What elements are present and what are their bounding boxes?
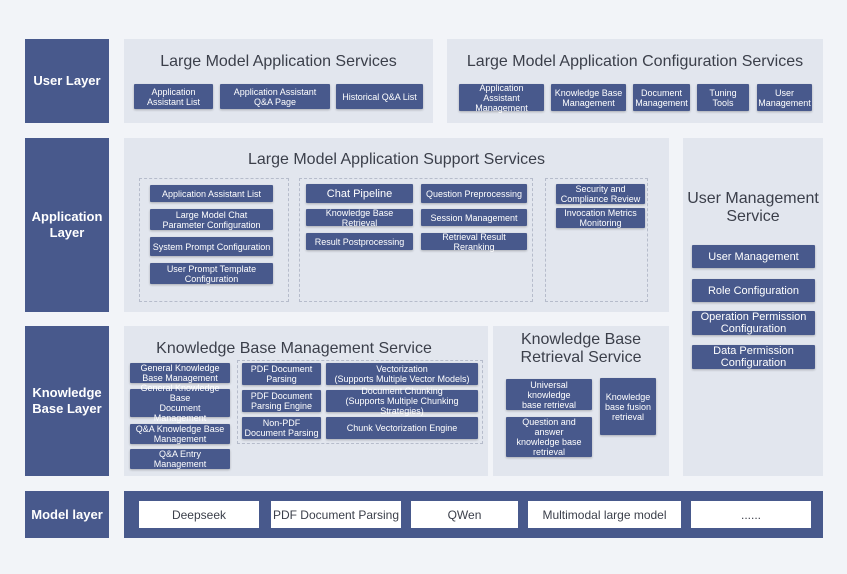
kb-management-panel: Knowledge Base Management Service Genera… [124,326,488,476]
app-assistant-management-button[interactable]: Application Assistant Management [459,83,544,113]
model-qwen: QWen [411,501,518,528]
universal-kb-retrieval-button[interactable]: Universal knowledge base retrieval [506,379,592,410]
user-management-title: User Management Service [687,190,819,225]
layer-label-user: User Layer [25,39,109,123]
kb-retrieval-title: Knowledge Base Retrieval Service [520,331,642,366]
kb-fusion-retrieval-button[interactable]: Knowledge base fusion retrieval [600,378,656,435]
chat-parameter-config-button[interactable]: Large Model Chat Parameter Configuration [150,209,273,230]
user-management-config-button[interactable]: User Management [757,84,812,111]
layer-label-knowledge: Knowledge Base Layer [25,326,109,476]
general-kb-document-management-button[interactable]: General Knowledge Base Document Manageme… [130,383,230,423]
app-assistant-qa-page-button[interactable]: Application Assistant Q&A Page [220,84,330,109]
data-permission-config-button[interactable]: Data Permission Configuration [692,345,815,369]
qa-kb-retrieval-button[interactable]: Question and answer knowledge base retri… [506,417,592,457]
session-management-button[interactable]: Session Management [421,209,527,226]
config-services-title: Large Model Application Configuration Se… [466,53,804,70]
model-deepseek: Deepseek [139,501,259,528]
user-management-panel: User Management Service User Management … [683,138,823,476]
support-services-title: Large Model Application Support Services [247,151,546,168]
document-chunking-button[interactable]: Document Chunking (Supports Multiple Chu… [326,386,478,416]
vectorization-button[interactable]: Vectorization (Supports Multiple Vector … [326,363,478,385]
layer-label-model: Model layer [25,491,109,538]
chunk-vectorization-engine-button[interactable]: Chunk Vectorization Engine [326,417,478,439]
historical-qa-list-button[interactable]: Historical Q&A List [336,84,423,109]
kb-management-title: Knowledge Base Management Service [156,340,432,357]
question-preprocessing-button[interactable]: Question Preprocessing [421,184,527,203]
support-group-3 [545,178,648,302]
app-services-panel: Large Model Application Services Applica… [124,39,433,123]
kb-retrieval-panel: Knowledge Base Retrieval Service Univers… [493,326,669,476]
app-services-title: Large Model Application Services [160,53,397,70]
document-management-button[interactable]: Document Management [633,84,690,111]
kb-parsing-group [237,360,483,444]
support-group-2 [299,178,533,302]
tuning-tools-button[interactable]: Tuning Tools [697,84,749,111]
qa-entry-management-button[interactable]: Q&A Entry Management [130,449,230,469]
non-pdf-parsing-button[interactable]: Non-PDF Document Parsing [242,417,321,439]
um-user-management-button[interactable]: User Management [692,245,815,268]
invocation-metrics-monitoring-button[interactable]: Invocation Metrics Monitoring [556,208,645,228]
pdf-parsing-engine-button[interactable]: PDF Document Parsing Engine [242,390,321,412]
support-services-panel: Large Model Application Support Services… [124,138,669,312]
model-pdf-document-parsing: PDF Document Parsing [271,501,401,528]
role-configuration-button[interactable]: Role Configuration [692,279,815,302]
knowledge-base-management-button[interactable]: Knowledge Base Management [551,84,626,111]
support-app-assistant-list-button[interactable]: Application Assistant List [150,185,273,202]
chat-pipeline-button[interactable]: Chat Pipeline [306,184,413,203]
operation-permission-config-button[interactable]: Operation Permission Configuration [692,311,815,335]
model-more: ...... [691,501,811,528]
retrieval-reranking-button[interactable]: Retrieval Result Reranking [421,232,527,252]
security-compliance-review-button[interactable]: Security and Compliance Review [556,184,645,204]
app-assistant-list-button[interactable]: Application Assistant List [134,84,213,109]
system-prompt-config-button[interactable]: System Prompt Configuration [150,237,273,256]
kb-retrieval-button[interactable]: Knowledge Base Retrieval [306,208,413,228]
model-layer-bar: Deepseek PDF Document Parsing QWen Multi… [124,491,823,538]
layer-label-application: Application Layer [25,138,109,312]
result-postprocessing-button[interactable]: Result Postprocessing [306,233,413,250]
model-multimodal: Multimodal large model [528,501,681,528]
config-services-panel: Large Model Application Configuration Se… [447,39,823,123]
user-prompt-template-config-button[interactable]: User Prompt Template Configuration [150,263,273,284]
qa-kb-management-button[interactable]: Q&A Knowledge Base Management [130,424,230,444]
support-group-1 [139,178,289,302]
general-kb-management-button[interactable]: General Knowledge Base Management [130,363,230,383]
pdf-document-parsing-button[interactable]: PDF Document Parsing [242,363,321,385]
